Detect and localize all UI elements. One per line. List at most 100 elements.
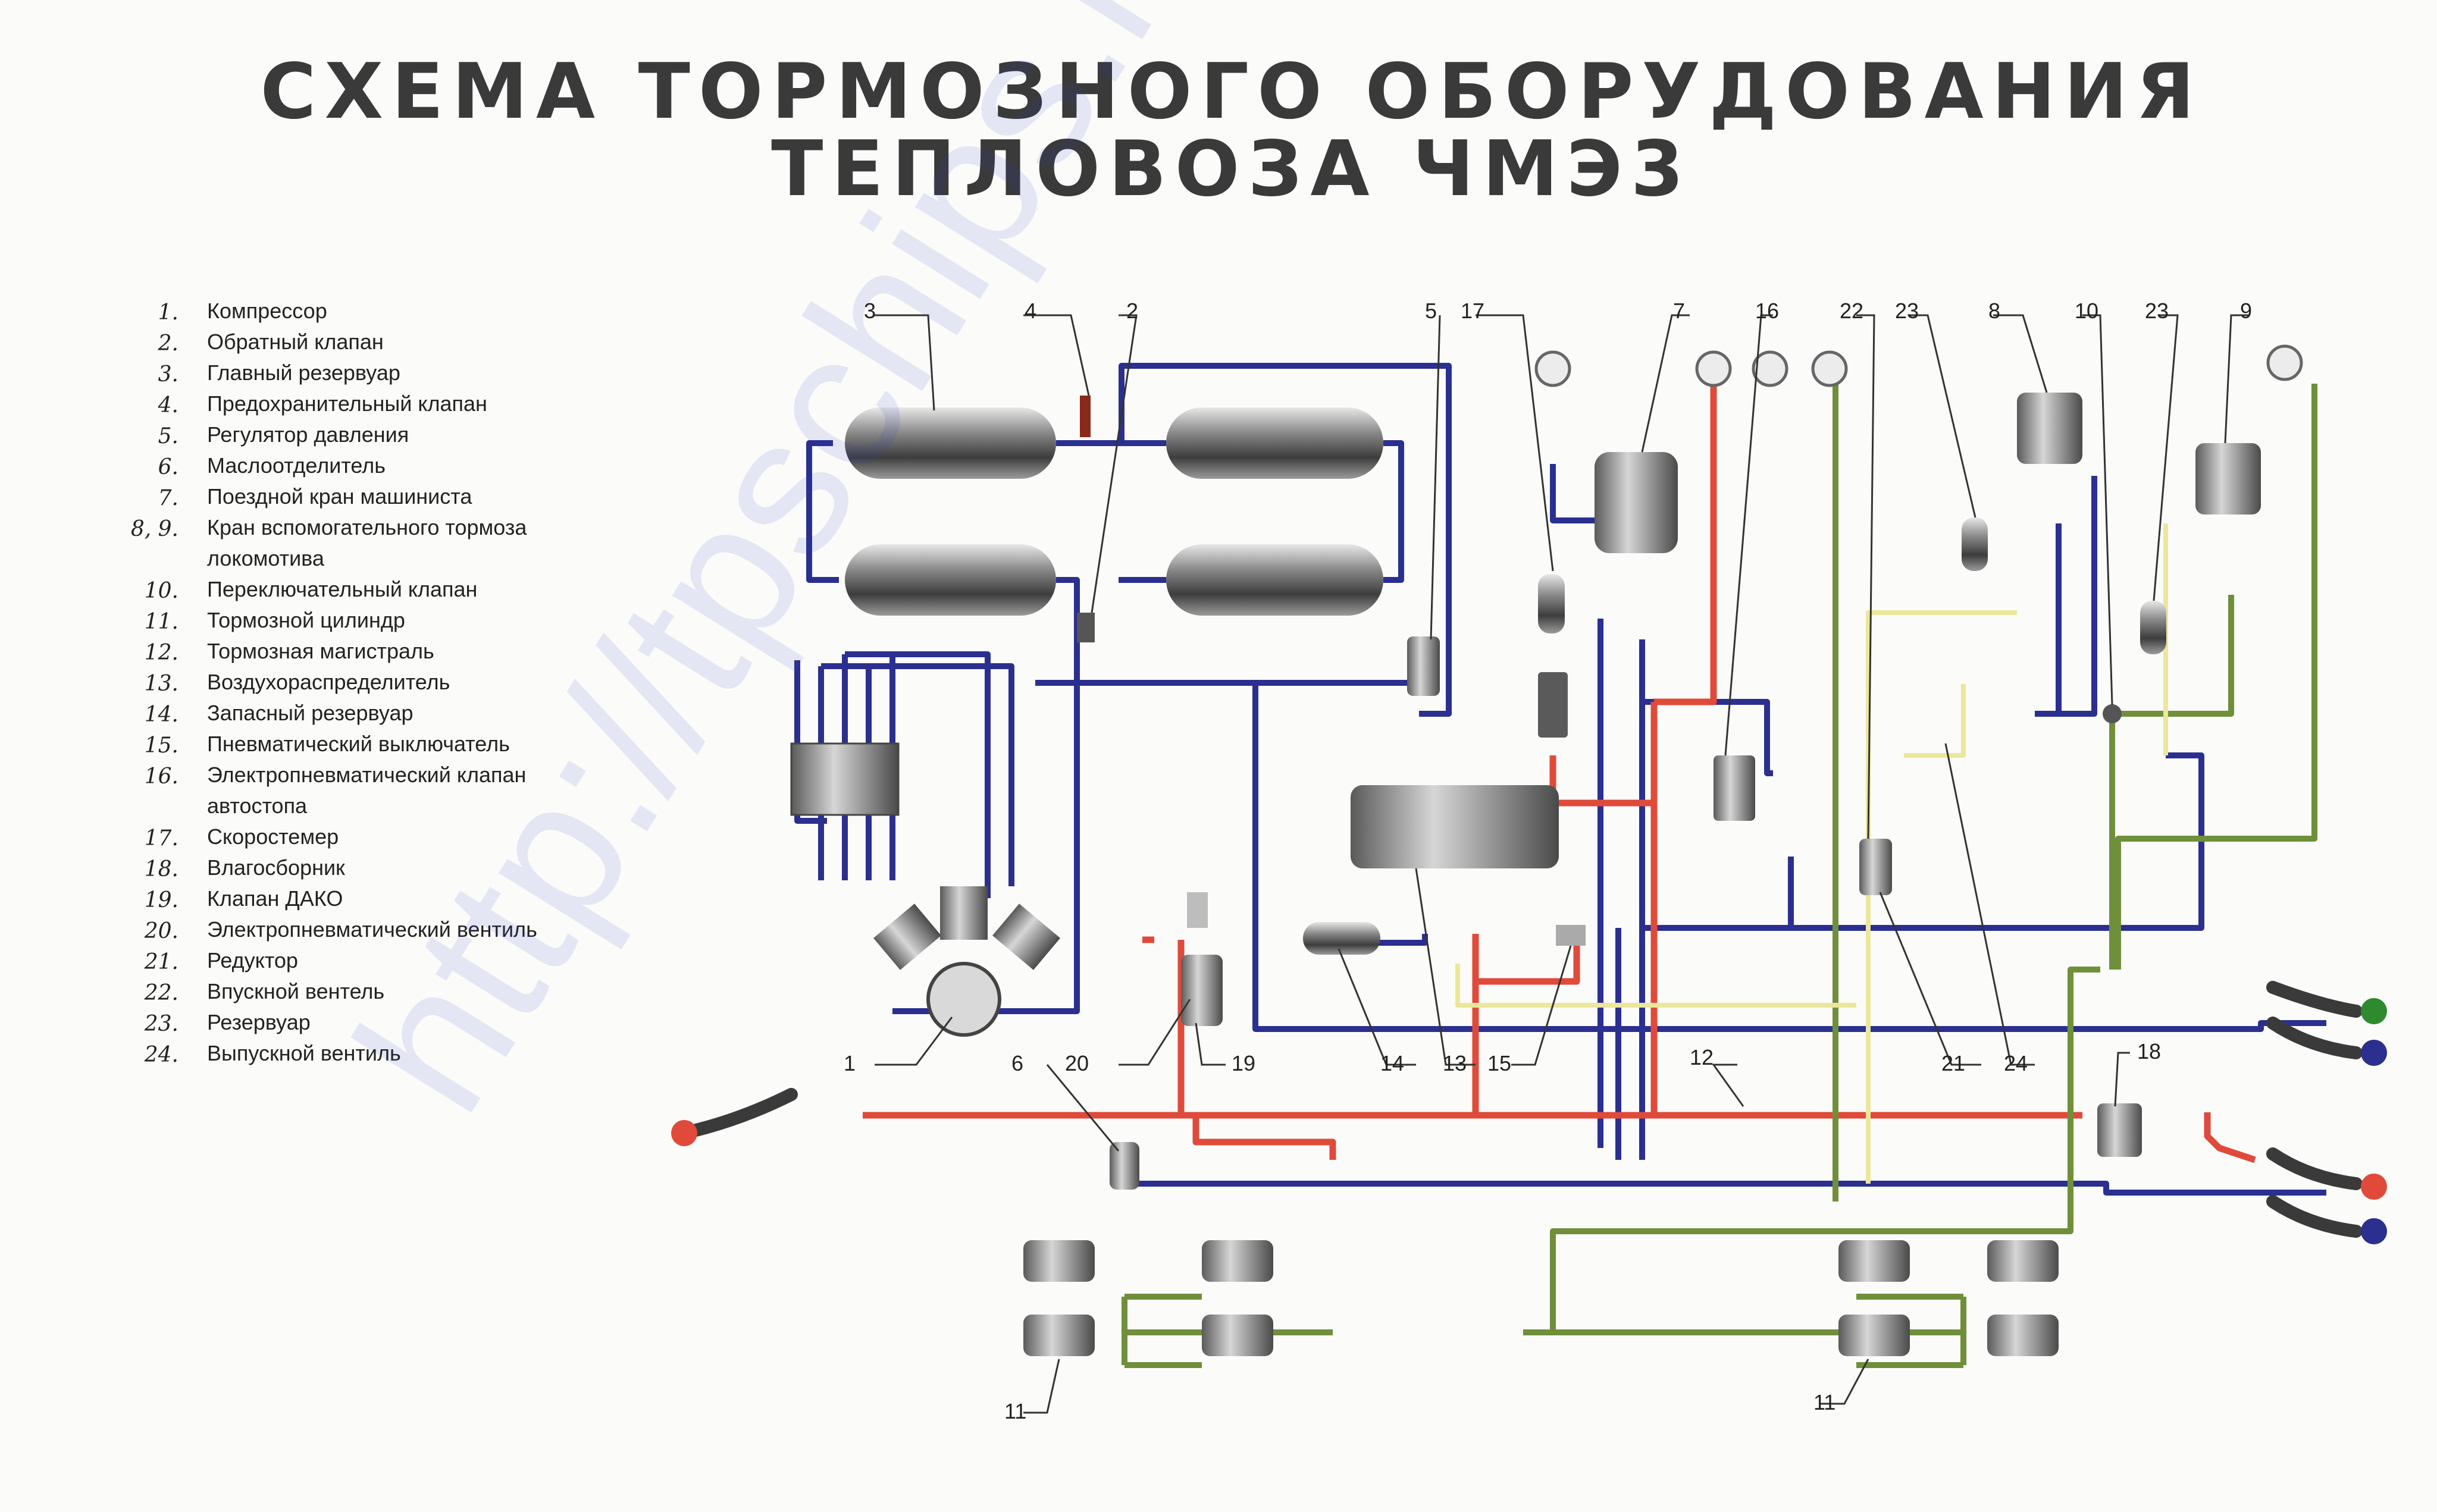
brake-cylinder (1202, 1315, 1273, 1356)
callout-8: 8 (1988, 299, 2000, 323)
callout-9: 9 (2240, 299, 2252, 323)
callout-13: 13 (1443, 1051, 1467, 1075)
brake-cylinder (1987, 1240, 2059, 1282)
callout-7: 7 (1673, 299, 1685, 323)
legend-number: 11. (144, 610, 178, 634)
diagram-title-line1: СХЕМА ТОРМОЗНОГО ОБОРУДОВАНИЯ (260, 48, 2203, 136)
main-reservoir-4 (1166, 544, 1383, 616)
autostop-ep-valve (1714, 755, 1755, 821)
legend-item: 22. Впускной вентель (113, 979, 613, 1012)
brake-cylinder-pipes (1122, 384, 2317, 1368)
legend-item: 15.Пневматический выключатель (113, 732, 613, 764)
aux-crane-line (1642, 752, 2204, 931)
legend-item: 20.Электропневматический вентиль (113, 917, 613, 950)
legend-item: 3. Главный резервуар (113, 360, 613, 393)
crane-feed-lines (1615, 714, 1645, 1160)
gauge-icon (1695, 350, 1732, 387)
callout-3: 3 (864, 299, 876, 323)
legend-number: 3. (158, 362, 178, 387)
legend-label: Маслоотделитель (207, 453, 386, 478)
legend-label: Тормозной цилиндр (207, 608, 405, 632)
moisture-collector (2097, 1103, 2142, 1157)
callout-2: 2 (1126, 299, 1138, 323)
legend-label: Воздухораспределитель (207, 670, 450, 694)
rear-hose-blue (2266, 1017, 2363, 1059)
callout-18: 18 (2137, 1039, 2161, 1064)
rear-brake-hose-feed (2204, 1112, 2256, 1163)
brake-line-pipes (863, 381, 2256, 1163)
legend-number: 18. (144, 857, 178, 882)
compressor (790, 742, 1060, 1037)
legend-number: 8, 9. (130, 517, 178, 541)
legend-number: 17. (144, 826, 178, 851)
brake-cylinder (1023, 1240, 1095, 1282)
legend-label: Предохранительный клапан (207, 391, 487, 416)
legend-number: 4. (158, 393, 178, 418)
legend-item: 12.Тормозная магистраль (113, 639, 613, 672)
tank-link-left (806, 440, 839, 583)
callout-23a: 23 (1895, 299, 1919, 323)
legend-label: Влагосборник (207, 855, 345, 880)
callouts: 3 4 2 5 17 7 16 22 23 8 10 23 9 1 6 20 1… (844, 299, 2252, 1423)
air-distributor (1351, 785, 1559, 868)
dako-valve (1181, 955, 1223, 1026)
callout-19: 19 (1232, 1051, 1255, 1075)
regulator-supply-pipe (1119, 363, 1452, 717)
gauge-icon (2266, 344, 2303, 381)
main-reservoir-line (1116, 1106, 2326, 1196)
ep-solenoid-valve (1187, 892, 1208, 928)
compressor-manifold (794, 651, 1014, 898)
callout-1: 1 (844, 1051, 856, 1075)
compressor-cylinder-right (992, 904, 1060, 970)
safety-valve (1080, 396, 1091, 437)
compressor-cylinder-left (873, 904, 941, 970)
legend-item: 24.Выпускной вентиль (113, 1041, 613, 1074)
legend-label: Кран вспомогательного тормоза (207, 515, 527, 539)
legend-label: Электропневматический клапан (207, 763, 527, 787)
legend-item: 16.Электропневматический клапан (113, 763, 613, 795)
legend-label: Скоростемер (207, 824, 339, 849)
rear-hose-coupling (2361, 998, 2387, 1024)
legend-label: Тормозная магистраль (207, 639, 434, 663)
legend-label: Редуктор (207, 948, 298, 973)
oil-separator (1110, 1142, 1139, 1190)
callout-11-rear: 11 (1813, 1390, 1835, 1414)
gauge-icon (1811, 350, 1848, 387)
legend: 1.Компрессор 2.Обратный клапан 3.Главный… (113, 299, 613, 1074)
legend-item: 17. Скоростемер (113, 824, 613, 857)
end-hoses (690, 981, 2363, 1238)
callout-21: 21 (1941, 1051, 1965, 1075)
crane-8-cylinder-line (1833, 384, 2115, 1202)
legend-number: 10. (144, 579, 178, 603)
callout-10: 10 (2075, 299, 2098, 323)
brake-cylinder (1838, 1240, 1910, 1282)
rear-hose-red (2266, 1147, 2363, 1190)
rear-hose-green (2266, 981, 2363, 1018)
legend-label: Поездной кран машиниста (207, 484, 472, 509)
switch-valve (2103, 704, 2122, 723)
diagram-title-line2: ТЕПЛОВОЗА ЧМЭ3 (771, 125, 1692, 214)
crane-8-lines (2035, 476, 2097, 717)
legend-label: Впускной вентель (207, 979, 385, 1003)
legend-item: 18. Влагосборник (113, 855, 613, 888)
distributor-branch (1472, 934, 1580, 1115)
legend-number: 21. (144, 950, 178, 974)
legend-number: 14. (144, 702, 178, 727)
brake-cylinder (1202, 1240, 1273, 1282)
callout-22: 22 (1840, 299, 1863, 323)
legend-item: 10.Переключательный клапан (113, 577, 613, 610)
switch-valve-link (2112, 595, 2234, 717)
compressor-cylinder-center (940, 886, 988, 940)
legend-number: 24. (144, 1043, 178, 1067)
reducer (1859, 839, 1892, 895)
legend-label: Главный резервуар (207, 360, 400, 385)
front-hose-coupling (671, 1120, 697, 1146)
legend-label: Компрессор (207, 299, 327, 323)
brake-cylinders (1023, 1240, 2059, 1356)
legend-label: Регулятор давления (207, 422, 409, 447)
brake-cylinder (1838, 1315, 1910, 1356)
legend-number: 22. (144, 981, 178, 1005)
legend-number: 23. (144, 1012, 178, 1036)
compressor-body (926, 962, 1001, 1037)
callout-5: 5 (1425, 299, 1437, 323)
